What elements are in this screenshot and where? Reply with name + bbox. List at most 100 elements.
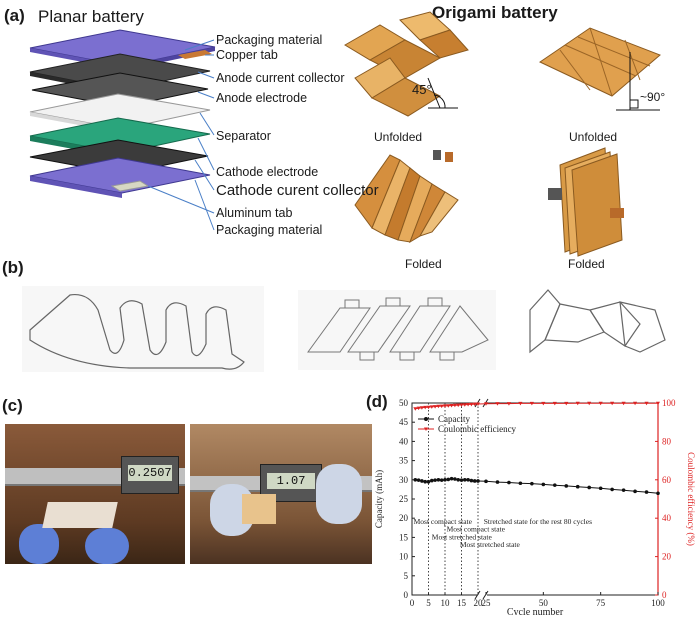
panel-b-label: (b) [2, 258, 24, 277]
efficiency-point [484, 402, 488, 406]
y-left-tick-label: 10 [399, 552, 409, 562]
efficiency-point [443, 404, 447, 408]
caliper-reading-right: 1.07 [267, 473, 315, 489]
battery-stretched [242, 494, 276, 524]
efficiency-point [466, 403, 471, 407]
state-annotation: Most compact state [447, 525, 506, 534]
state-annotation: Most compact state [414, 517, 473, 526]
capacity-point [446, 477, 451, 482]
label-anode-electrode: Anode electrode [216, 91, 308, 105]
x-tick-label: 10 [441, 598, 451, 608]
capacity-point [587, 485, 591, 490]
efficiency-point [472, 402, 477, 407]
axis-break-top-mask [477, 400, 487, 406]
capacity-point [564, 484, 569, 488]
x-tick-label: 100 [651, 598, 665, 608]
label-packaging-top: Packaging material [216, 33, 323, 47]
caption-folded-left: Folded [405, 257, 442, 271]
y-right-tick-label: 80 [662, 436, 672, 446]
y-left-tick-label: 25 [399, 494, 409, 504]
capacity-point [466, 478, 470, 482]
parallelogram-sketch [307, 297, 489, 361]
efficiency-point [633, 401, 638, 406]
legend-entry: Coulombic efficiency [438, 424, 517, 434]
angle-90: ~90° [640, 90, 666, 104]
efficiency-point [459, 403, 464, 407]
x-tick-label: 75 [596, 598, 606, 608]
y-left-tick-label: 45 [399, 417, 409, 427]
capacity-point [420, 479, 424, 483]
efficiency-point [552, 401, 557, 406]
glove-right [85, 528, 129, 564]
sketch-frame-1 [22, 286, 264, 372]
efficiency-point [518, 401, 523, 406]
caption-folded-right: Folded [568, 257, 605, 271]
capacity-point [575, 484, 580, 489]
efficiency-point [644, 401, 649, 406]
legend-entry: Capacity [438, 414, 470, 424]
y-right-axis-label: Coulombic efficiency (%) [686, 452, 696, 546]
y-left-tick-label: 5 [404, 571, 409, 581]
efficiency-point [452, 403, 457, 408]
capacity-point [610, 487, 614, 492]
label-copper-tab: Copper tab [216, 48, 278, 62]
capacity-point [472, 479, 477, 483]
y-right-tick-label: 0 [662, 590, 667, 600]
y-left-tick-label: 40 [399, 436, 409, 446]
origami-folded-stack [548, 147, 624, 257]
efficiency-point [469, 402, 474, 407]
glove-left [19, 524, 59, 564]
y-left-tick-label: 35 [399, 456, 409, 466]
y-left-tick-label: 50 [399, 398, 409, 408]
x-tick-label: 20 [474, 598, 484, 608]
capacity-point [518, 481, 523, 486]
x-tick-label: 25 [482, 598, 492, 608]
efficiency-point [529, 401, 534, 406]
caliper-display-left: 0.2507 [121, 456, 179, 494]
capacity-point [413, 478, 418, 482]
efficiency-point [426, 405, 431, 410]
x-tick-label: 0 [410, 598, 415, 608]
capacity-point [443, 478, 447, 482]
photo-stretched-state: 1.07 [190, 424, 372, 564]
efficiency-point [423, 405, 428, 410]
efficiency-point [506, 402, 511, 406]
efficiency-point [433, 405, 438, 409]
capacity-point [484, 479, 488, 484]
capacity-point [433, 478, 437, 482]
capacity-point [459, 478, 464, 482]
leader-lines [147, 39, 215, 231]
y-left-axis-label: Capacity (mAh) [374, 470, 384, 528]
efficiency-point [429, 405, 434, 409]
x-tick-label: 50 [539, 598, 549, 608]
y-right-tick-label: 20 [662, 552, 672, 562]
copper-tab [178, 50, 212, 59]
origami-unfolded-zigzag [344, 11, 469, 117]
sketch-frame-2 [298, 290, 496, 370]
y-right-tick-label: 100 [662, 398, 676, 408]
capacity-point [476, 479, 480, 483]
capacity-point [541, 482, 546, 487]
efficiency-point [446, 404, 451, 408]
legend-marker [424, 417, 428, 421]
caliper-reading-left: 0.2507 [128, 465, 172, 481]
efficiency-point [456, 403, 461, 408]
angle-45: 45° [412, 82, 432, 97]
capacity-point [621, 488, 626, 492]
capacity-point [463, 478, 467, 482]
label-separator: Separator [216, 129, 271, 143]
state-annotation: Most stretched state [460, 540, 521, 549]
efficiency-point [564, 401, 569, 406]
label-aluminum-tab: Aluminum tab [216, 206, 293, 220]
label-packaging-bottom: Packaging material [216, 223, 323, 237]
zigzag-sketch [529, 289, 666, 354]
x-tick-label: 5 [426, 598, 431, 608]
label-cathode-collector: Cathode curent collector [216, 182, 379, 199]
efficiency-point [449, 403, 454, 408]
caption-unfolded-left: Unfolded [374, 130, 423, 144]
capacity-point [456, 478, 460, 482]
efficiency-point [541, 401, 546, 406]
origami-battery-title: Origami battery [432, 3, 558, 22]
y-left-tick-label: 0 [404, 590, 409, 600]
